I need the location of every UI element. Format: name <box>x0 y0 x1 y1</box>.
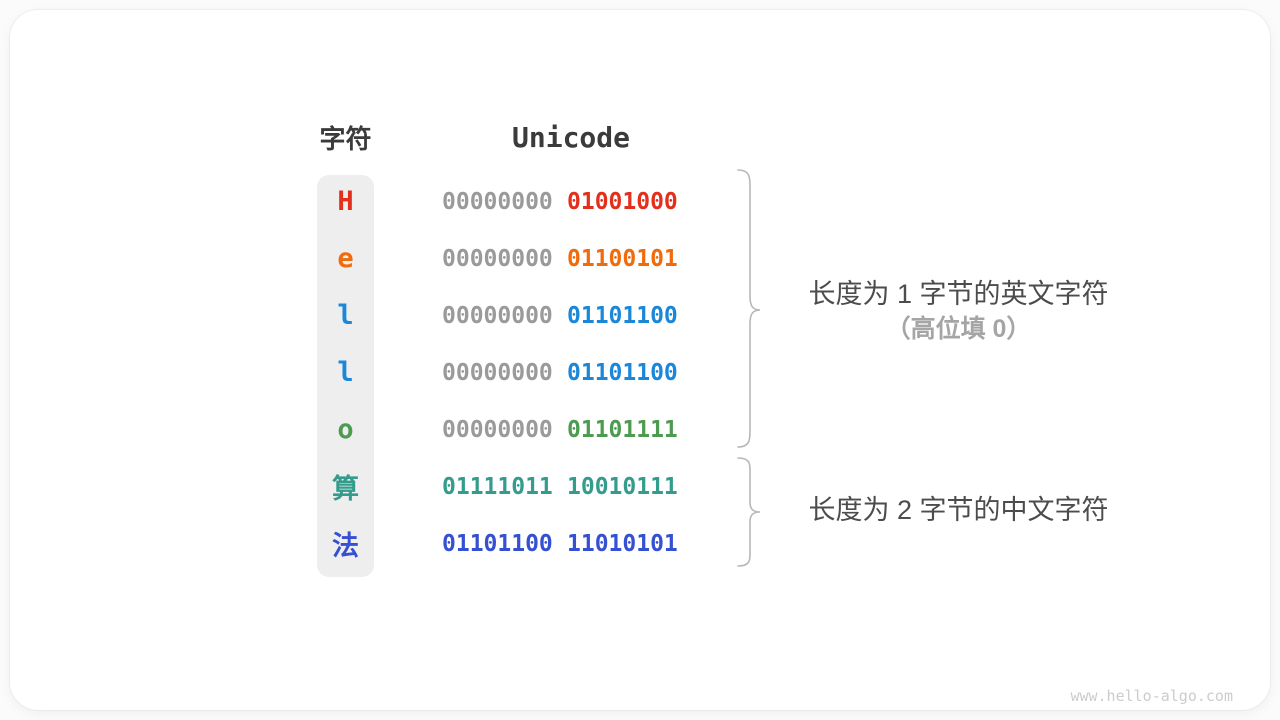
byte1-cell: 00000000 <box>442 188 553 215</box>
byte1-cell: 00000000 <box>442 302 553 329</box>
char-cell: o <box>337 414 354 445</box>
watermark: www.hello-algo.com <box>1070 687 1233 705</box>
table-row: 法 01101100 11010101 <box>10 515 1280 572</box>
table-row: e 00000000 01100101 <box>10 230 1280 287</box>
annotation-english: 长度为 1 字节的英文字符 （高位填 0） <box>770 276 1147 346</box>
column-header-unicode: Unicode <box>512 121 631 154</box>
byte2-cell: 01100101 <box>567 245 678 272</box>
char-cell: l <box>337 300 354 331</box>
byte2-cell: 01001000 <box>567 188 678 215</box>
char-cell: 算 <box>332 474 359 505</box>
annotation-chinese-line1: 长度为 2 字节的中文字符 <box>808 495 1109 525</box>
annotation-english-line2: （高位填 0） <box>885 315 1032 343</box>
table-row: l 00000000 01101100 <box>10 344 1280 401</box>
byte1-cell: 00000000 <box>442 359 553 386</box>
table-row: 算 01111011 10010111 <box>10 458 1280 515</box>
table-row: l 00000000 01101100 <box>10 287 1280 344</box>
annotation-chinese: 长度为 2 字节的中文字符 <box>770 492 1147 528</box>
annotation-english-line1: 长度为 1 字节的英文字符 <box>808 279 1109 309</box>
byte1-cell: 01101100 <box>442 530 553 557</box>
byte1-cell: 00000000 <box>442 416 553 443</box>
char-cell: l <box>337 357 354 388</box>
char-cell: e <box>337 243 354 274</box>
byte1-cell: 00000000 <box>442 245 553 272</box>
table-row: o 00000000 01101111 <box>10 401 1280 458</box>
byte2-cell: 01101100 <box>567 302 678 329</box>
column-header-char: 字符 <box>319 124 372 154</box>
table-row: H 00000000 01001000 <box>10 173 1280 230</box>
byte2-cell: 01101111 <box>567 416 678 443</box>
byte2-cell: 01101100 <box>567 359 678 386</box>
diagram-card: 字符 Unicode H 00000000 01001000 e 0000000… <box>10 10 1270 710</box>
curly-brace-chinese-icon <box>737 457 761 567</box>
char-column-strip <box>317 175 374 577</box>
curly-brace-english-icon <box>737 169 761 448</box>
byte1-cell: 01111011 <box>442 473 553 500</box>
byte2-cell: 10010111 <box>567 473 678 500</box>
byte2-cell: 11010101 <box>567 530 678 557</box>
char-cell: H <box>337 186 354 217</box>
char-cell: 法 <box>332 531 359 562</box>
